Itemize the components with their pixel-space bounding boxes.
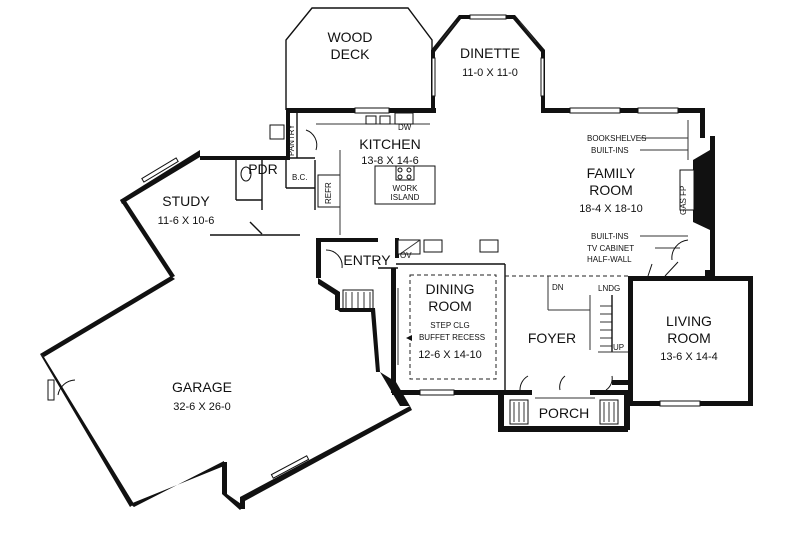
entry-label: ENTRY	[343, 252, 391, 268]
pantry-label: PANTRY	[287, 124, 296, 156]
work-island-label-2: ISLAND	[391, 193, 420, 202]
foyer-label: FOYER	[528, 330, 576, 346]
family-room-dims: 18-4 X 18-10	[579, 203, 643, 215]
dining-room-label-2: ROOM	[428, 298, 472, 314]
gas-fp-label: GAS FP	[679, 186, 688, 215]
kitchen-fixtures	[316, 112, 436, 235]
study-dims: 11-6 X 10-6	[158, 215, 215, 227]
living-room-dims: 13-6 X 14-4	[660, 351, 717, 363]
ov-label: OV	[400, 251, 412, 260]
garage-label: GARAGE	[172, 379, 232, 395]
foyer-stairs	[505, 261, 679, 391]
dw-label: DW	[398, 123, 412, 132]
dinette-bay-walls	[431, 14, 545, 108]
dining-room	[396, 263, 506, 390]
study-label: STUDY	[162, 193, 210, 209]
family-room-leaders	[640, 120, 689, 261]
dinette-label: DINETTE	[460, 45, 520, 61]
pdr-area	[235, 113, 341, 210]
living-room-label-1: LIVING	[666, 313, 712, 329]
buffet-recess-label: BUFFET RECESS	[419, 333, 485, 342]
porch-label: PORCH	[539, 405, 590, 421]
lndg-label: LNDG	[598, 284, 620, 293]
wood-deck-label-1: WOOD	[327, 29, 372, 45]
dining-room-label-1: DINING	[426, 281, 475, 297]
up-label: UP	[613, 343, 624, 352]
tv-cabinet-label: TV CABINET	[587, 244, 634, 253]
garage-dims: 32-6 X 26-0	[173, 401, 230, 413]
kitchen-label: KITCHEN	[359, 136, 420, 152]
family-room-label-2: ROOM	[589, 182, 633, 198]
refr-label: REFR	[324, 182, 333, 204]
built-ins-top-label: BUILT-INS	[591, 146, 629, 155]
study-walls	[141, 157, 300, 236]
bookshelves-label: BOOKSHELVES	[587, 134, 646, 143]
living-room-label-2: ROOM	[667, 330, 711, 346]
pdr-label: PDR	[248, 161, 278, 177]
wood-deck-label-2: DECK	[331, 46, 371, 62]
dinette-dims: 11-0 X 11-0	[462, 67, 518, 79]
kitchen-dims: 13-8 X 14-6	[361, 155, 418, 167]
half-wall-label: HALF-WALL	[587, 255, 632, 264]
porch-area	[509, 397, 619, 425]
built-ins-bottom-label: BUILT-INS	[591, 232, 629, 241]
step-clg-label: STEP CLG	[430, 321, 469, 330]
dn-label: DN	[552, 283, 564, 292]
family-room-label-1: FAMILY	[587, 165, 636, 181]
entry-area	[316, 238, 499, 372]
work-island-label-1: WORK	[393, 184, 419, 193]
dining-room-dims: 12-6 X 14-10	[418, 349, 482, 361]
bc-label: B.C.	[292, 173, 308, 182]
garage-details	[57, 379, 76, 396]
exterior-walls	[40, 107, 753, 510]
